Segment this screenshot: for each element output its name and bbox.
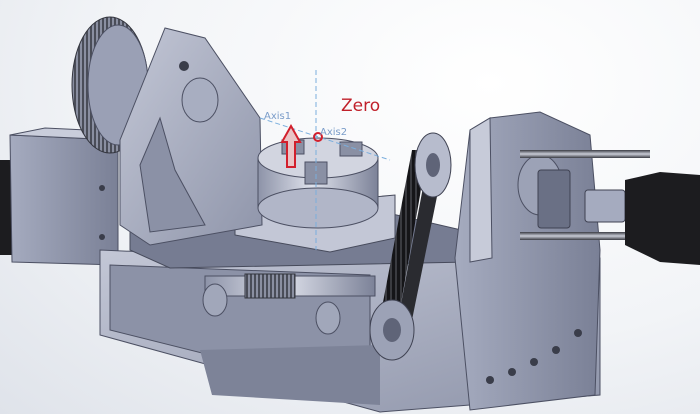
screw-hole [508,368,516,376]
axis2-label: Axis2 [320,127,348,138]
timing-belt-drive[interactable] [369,132,452,361]
screw-hole [552,346,560,354]
worm-gear[interactable] [244,273,296,299]
right-rod-upper[interactable] [520,150,650,158]
rotary-table[interactable] [257,137,379,229]
zero-label: Zero [341,96,381,116]
chuck-jaw[interactable] [304,161,328,185]
screw-hole [530,358,538,366]
screw-hole [486,376,494,384]
up-arrow-icon[interactable] [280,123,302,168]
screw-hole [99,185,105,191]
right-bearing-block[interactable] [537,169,571,229]
circle-marker-icon[interactable] [313,132,323,142]
screw-hole [99,234,105,240]
bearing-bore [181,77,219,123]
screw-hole [574,329,582,337]
right-coupler[interactable] [584,189,626,223]
chuck-jaw[interactable] [339,141,363,157]
screw-hole [179,61,189,71]
bracket-pocket [139,116,206,233]
axis2-line [259,117,391,161]
right-rod-lower[interactable] [520,232,650,240]
base-channel [200,345,380,405]
right-linear-rods[interactable] [520,150,700,265]
worm-shaft[interactable] [202,273,376,335]
axis1-label: Axis1 [264,111,292,122]
right-bracket-side [469,117,493,263]
left-end-plate[interactable] [9,134,119,266]
right-motor[interactable] [625,172,700,265]
